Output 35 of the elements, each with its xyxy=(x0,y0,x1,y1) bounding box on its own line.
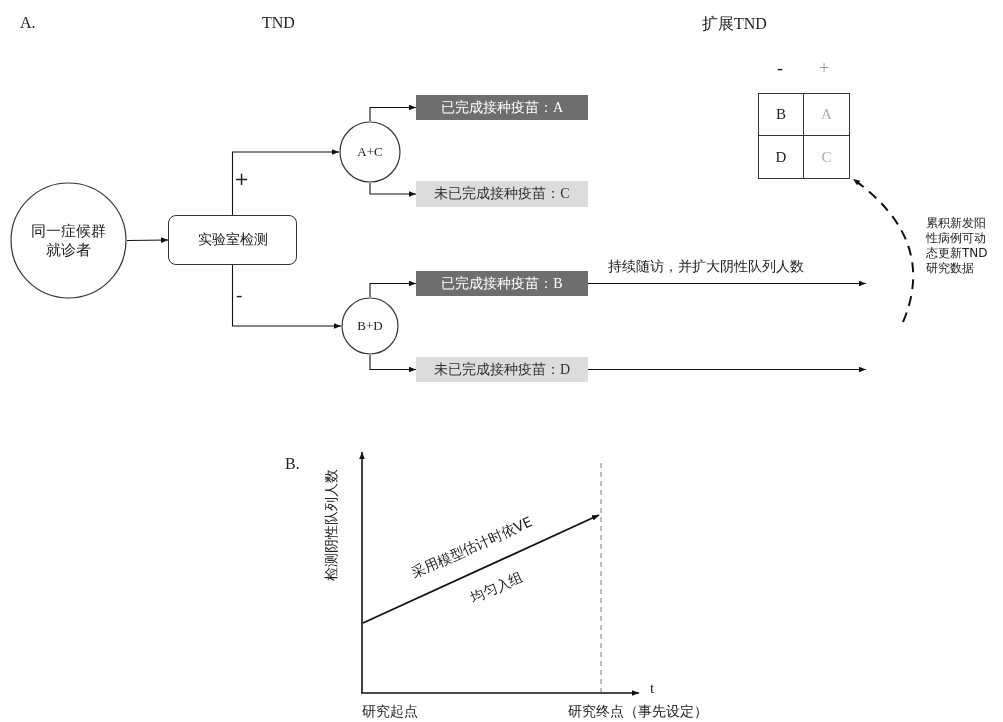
arrow xyxy=(369,182,417,197)
result-box: 已完成接种疫苗：B xyxy=(416,271,588,296)
panel-label: A. xyxy=(20,14,36,32)
table-cell: B xyxy=(759,94,804,136)
arrow xyxy=(587,366,867,373)
circle-node: 同一症候群就诊者 xyxy=(10,182,127,299)
arrow xyxy=(126,237,169,243)
axis-title: 检测阴性队列人数 xyxy=(323,469,340,581)
circle-node: A+C xyxy=(339,121,401,183)
panel-label: B. xyxy=(285,455,300,473)
panel-title: 扩展TND xyxy=(702,14,767,34)
arrow xyxy=(231,264,342,329)
arrow xyxy=(231,149,340,216)
table-cell: A xyxy=(804,94,849,136)
column-header: + xyxy=(819,58,830,79)
line-label: 均匀入组 xyxy=(467,568,527,608)
result-box: 已完成接种疫苗：A xyxy=(416,95,588,120)
axis-title: t xyxy=(650,680,655,697)
arrow xyxy=(369,354,417,373)
table-cell-text: C xyxy=(820,147,833,167)
table-cell: D xyxy=(759,136,804,178)
result-box: 未已完成接种疫苗：D xyxy=(416,357,588,382)
arrow xyxy=(369,280,417,298)
axis-label: 研究终点（事先设定） xyxy=(568,703,708,721)
column-header: - xyxy=(777,58,783,79)
process-box: 实验室检测 xyxy=(168,215,297,265)
edge-label: 持续随访，并扩大阴性队列人数 xyxy=(608,258,804,276)
arrow xyxy=(369,104,417,122)
result-box: 未已完成接种疫苗：C xyxy=(416,181,588,207)
panel-title: TND xyxy=(262,14,295,32)
grid-table xyxy=(758,93,850,179)
dashed-arrow xyxy=(852,178,914,323)
arrow xyxy=(587,280,867,287)
circle-node: B+D xyxy=(341,297,399,355)
axis-label: 研究起点 xyxy=(362,703,418,721)
